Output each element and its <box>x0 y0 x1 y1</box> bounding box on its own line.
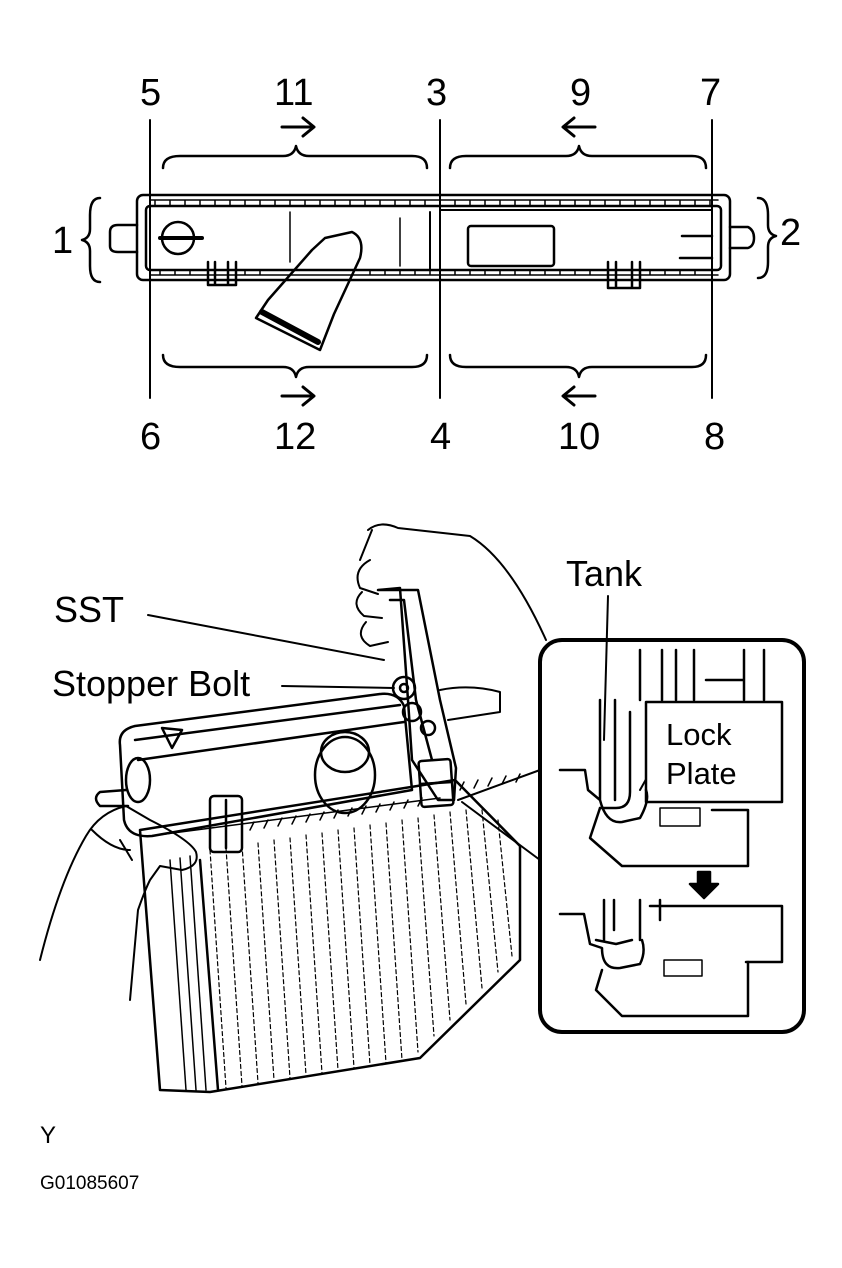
inset-core-fin-upper <box>659 807 701 827</box>
arrow-down-icon <box>688 870 720 900</box>
sst-pivot-2-icon <box>419 719 437 737</box>
inset-tank-box-lower <box>648 904 784 964</box>
arrow-left-icon <box>561 385 597 407</box>
brace-10 <box>448 353 708 379</box>
sequence-number-11: 11 <box>274 72 314 114</box>
filler-neck-top <box>319 730 371 774</box>
brace-1 <box>80 196 102 284</box>
sequence-number-7: 7 <box>700 72 722 114</box>
inset-core-upper <box>588 806 750 868</box>
inset-callout <box>457 769 541 861</box>
tank-leader-line <box>603 595 609 741</box>
drain-cock-icon <box>124 756 152 804</box>
inset-frame <box>538 638 806 1034</box>
inlet-pipe-right <box>728 225 756 250</box>
radiator-tubes <box>169 855 207 1091</box>
stopper-bolt-label: Stopper Bolt <box>52 663 251 704</box>
sequence-number-3: 3 <box>426 72 448 114</box>
inset-core-lower <box>594 960 750 1018</box>
tank-top-rail <box>133 703 406 762</box>
plate-label: Plate <box>666 755 737 791</box>
filler-neck-rim <box>259 309 321 345</box>
sst-handle <box>376 586 458 802</box>
brace-2 <box>756 196 778 280</box>
tank-boss <box>466 224 556 268</box>
arrow-right-icon <box>280 116 316 138</box>
stopper-bolt-leader-line <box>281 685 395 689</box>
radiator-fins <box>209 809 513 1089</box>
tank-outer-wall <box>135 193 732 282</box>
view-letter: Y <box>40 1122 57 1149</box>
stopper-bolt-icon <box>391 675 417 701</box>
tank-bracket-right <box>678 234 714 260</box>
filler-neck <box>254 230 363 352</box>
sequence-number-6: 6 <box>140 416 162 458</box>
left-hand <box>39 805 198 1001</box>
tank-lower-teeth <box>149 269 719 276</box>
sst-label: SST <box>54 589 125 630</box>
tank-top-view <box>80 116 778 407</box>
sst-jaw-line <box>418 780 454 786</box>
tank-body <box>118 692 414 838</box>
sequence-number-12: 12 <box>274 416 317 458</box>
tank-inner-wall <box>144 204 723 272</box>
sst-leader-line <box>147 614 385 661</box>
lock-plate-detail-inset <box>457 638 806 1034</box>
drain-fitting <box>160 726 184 750</box>
sequence-number-2: 2 <box>780 212 802 254</box>
inlet-pipe-left <box>108 223 139 254</box>
inset-tank-profile-upper <box>558 698 649 824</box>
inset-tank-profile-lower <box>558 912 645 970</box>
brace-11 <box>161 144 429 170</box>
sequence-number-10: 10 <box>558 416 601 458</box>
outlet-pipe <box>94 788 130 808</box>
tank-clip <box>208 794 244 854</box>
figure-code: G01085607 <box>40 1173 140 1194</box>
lock-plate-box <box>644 700 784 804</box>
lock-plate-label: Lock Plate <box>666 716 737 794</box>
brace-9 <box>448 144 708 170</box>
sst-handle-inner <box>388 598 434 762</box>
right-hand <box>355 523 547 721</box>
tank-upper-teeth <box>149 199 719 207</box>
sequence-number-8: 8 <box>704 416 726 458</box>
brace-12 <box>161 353 429 379</box>
inset-tank-wall-lower <box>602 898 662 942</box>
tank-clip-right <box>606 260 642 290</box>
sequence-number-1: 1 <box>52 220 74 262</box>
sequence-number-5: 5 <box>140 72 162 114</box>
filler-neck-cap <box>313 735 377 815</box>
inset-tank-wall-upper <box>638 648 766 702</box>
sst-pivot-icon <box>401 701 423 723</box>
tank-clip-left <box>206 260 238 287</box>
sequence-number-4: 4 <box>430 416 452 458</box>
arrow-left-icon <box>561 116 597 138</box>
radiator-assembly <box>94 692 522 1094</box>
arrow-right-icon <box>280 385 316 407</box>
tank-label: Tank <box>566 553 643 594</box>
lock-label: Lock <box>666 717 732 752</box>
stopper-bolt-center <box>398 682 410 694</box>
sst-crimping-tool <box>376 586 458 809</box>
inset-core-fin-lower <box>663 959 703 977</box>
sequence-number-9: 9 <box>570 72 592 114</box>
